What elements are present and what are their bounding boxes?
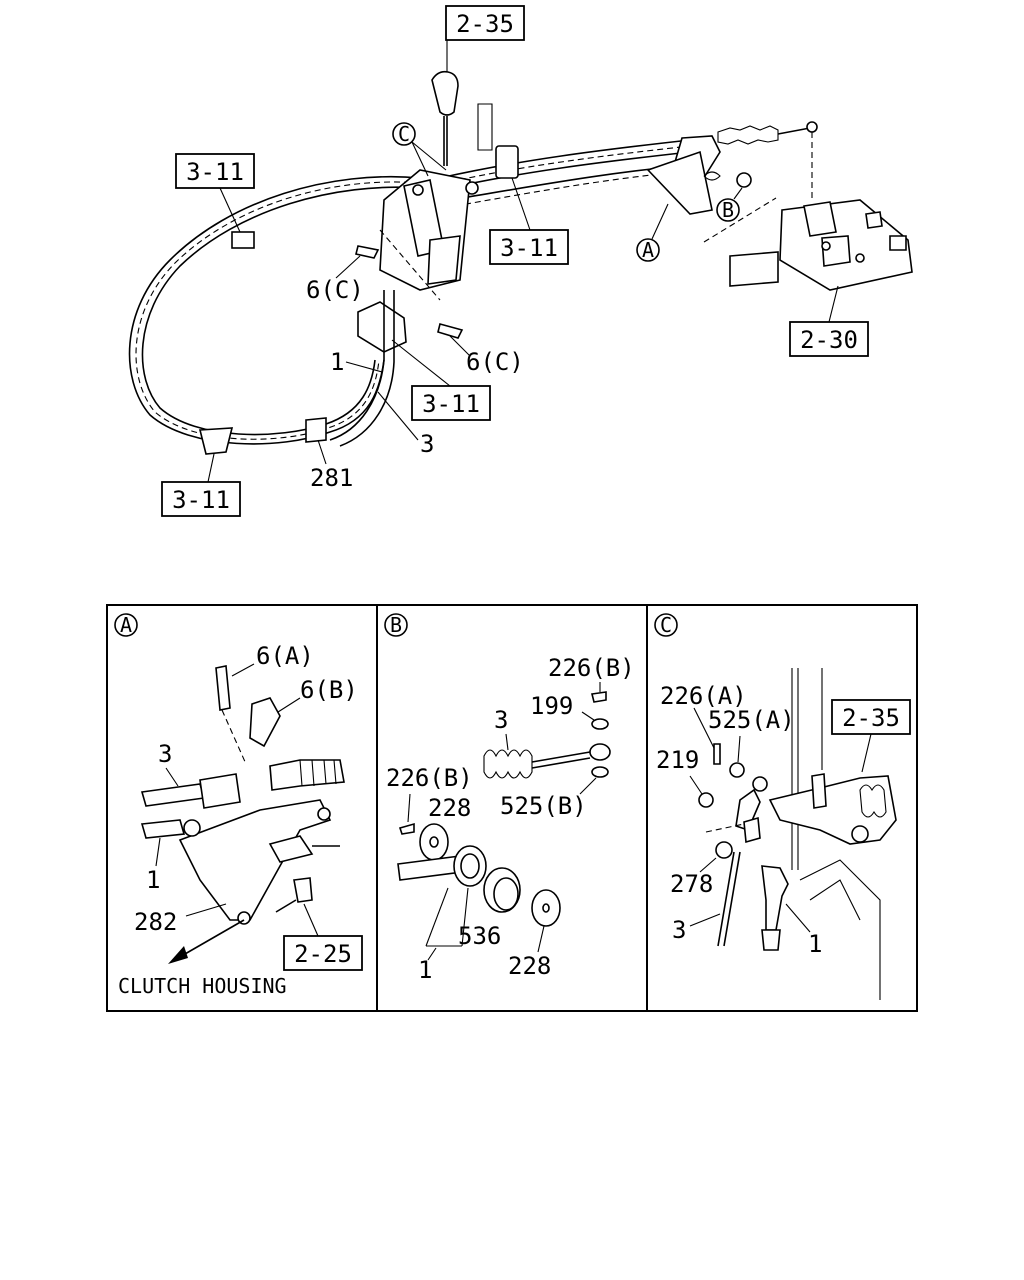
washer-525a-icon	[729, 762, 745, 778]
panel-a-badge: A	[120, 613, 132, 637]
panel-b-label-525b: 525(B)	[500, 792, 587, 820]
pin-226b-top-icon	[591, 691, 607, 703]
ref-box-3-11-mid[interactable]: 3-11	[489, 229, 569, 265]
shift-lever	[431, 70, 459, 166]
panel-b-label-228-bottom: 228	[508, 952, 551, 980]
panel-b-label-226b-top: 226(B)	[548, 654, 635, 682]
ref-2-25-label: 2-25	[294, 940, 352, 968]
panel-b-label-226b-left: 226(B)	[386, 764, 473, 792]
panel-a-label-282: 282	[134, 908, 177, 936]
ref-box-3-11-lower[interactable]: 3-11	[411, 385, 491, 421]
clutch-housing-text: CLUTCH HOUSING	[118, 974, 287, 998]
panel-c-label-219: 219	[656, 746, 699, 774]
panel-a-label-6b: 6(B)	[300, 676, 358, 704]
right-bracket-spring	[646, 121, 818, 215]
ref-box-2-35-top[interactable]: 2-35	[445, 5, 525, 41]
label-3-top: 3	[420, 430, 434, 458]
washer-278-icon	[715, 841, 733, 859]
panel-a: A 6(A) 6(B) 3 1 282	[114, 613, 363, 998]
panel-b-label-1: 1	[418, 956, 432, 984]
ref-3-11-bottom-label: 3-11	[172, 486, 230, 514]
panel-b-label-3: 3	[494, 706, 508, 734]
spring-icon	[483, 749, 533, 779]
panel-c-badge: C	[660, 613, 672, 637]
callout-a-top-text: A	[642, 238, 654, 262]
panel-a-label-6a: 6(A)	[256, 642, 314, 670]
panel-c-label-1: 1	[808, 930, 822, 958]
pin-226b-left-icon	[398, 822, 415, 835]
nut-219-icon	[698, 792, 714, 808]
callout-b-top: B	[716, 187, 743, 222]
clip-6a-icon	[215, 665, 231, 711]
ref-box-2-35-panel-c[interactable]: 2-35	[831, 699, 911, 735]
panel-c: C 226(A) 525(A) 2-35 219 278	[654, 613, 911, 1000]
ref-3-11-lower-label: 3-11	[422, 390, 480, 418]
panel-b-badge: B	[390, 613, 402, 637]
clip-6b-icon	[249, 697, 281, 748]
clip-6c-left-icon	[355, 245, 380, 259]
ref-box-3-11-left[interactable]: 3-11	[175, 153, 255, 189]
panel-c-label-226a: 226(A)	[660, 682, 747, 710]
arrow-clutch-housing-icon	[168, 946, 188, 964]
panel-c-label-278: 278	[670, 870, 713, 898]
panel-b: B 226(B) 199 3 525(B) 226(B) 228	[384, 613, 635, 984]
callout-c-top: C	[392, 122, 447, 177]
panel-b-label-536: 536	[458, 922, 501, 950]
panel-c-label-3: 3	[672, 916, 686, 944]
label-1-top: 1	[330, 348, 344, 376]
callout-b-top-text: B	[722, 198, 734, 222]
panel-b-label-199: 199	[530, 692, 573, 720]
ref-box-2-25[interactable]: 2-25	[283, 935, 363, 971]
ref-box-2-30[interactable]: 2-30	[789, 321, 869, 357]
outer-cable-loop	[128, 175, 421, 445]
ref-2-30-label: 2-30	[800, 326, 858, 354]
ref-box-3-11-bottom[interactable]: 3-11	[161, 481, 241, 517]
ref-3-11-left-label: 3-11	[186, 158, 244, 186]
clamp-bottom-left	[198, 427, 234, 455]
lower-cable-bracket	[329, 290, 407, 447]
ref-2-35-panel-c-label: 2-35	[842, 704, 900, 732]
ref-3-11-mid-label: 3-11	[500, 234, 558, 262]
panel-a-label-1: 1	[146, 866, 160, 894]
washer-525b-icon	[591, 766, 609, 778]
detail-panels	[106, 604, 918, 1012]
callout-a-top: A	[636, 203, 669, 262]
clip-6c-right-icon	[437, 323, 464, 339]
panel-a-label-3: 3	[158, 740, 172, 768]
label-281: 281	[310, 464, 353, 492]
clamp-upper-left	[231, 231, 255, 249]
shifter-housing	[379, 169, 479, 301]
callout-c-top-text: C	[398, 122, 410, 146]
transmission-shift-unit	[703, 132, 913, 291]
top-assembly: 2-35	[128, 5, 913, 517]
label-6c-right: 6(C)	[466, 348, 524, 376]
panel-c-label-525a: 525(A)	[708, 706, 795, 734]
clamp-281	[305, 417, 327, 443]
panel-b-label-228-top: 228	[428, 794, 471, 822]
label-6c-left: 6(C)	[306, 276, 364, 304]
pin-226a-icon	[713, 743, 721, 765]
ref-2-35-top-label: 2-35	[456, 10, 514, 38]
washer-199-icon	[591, 718, 609, 730]
